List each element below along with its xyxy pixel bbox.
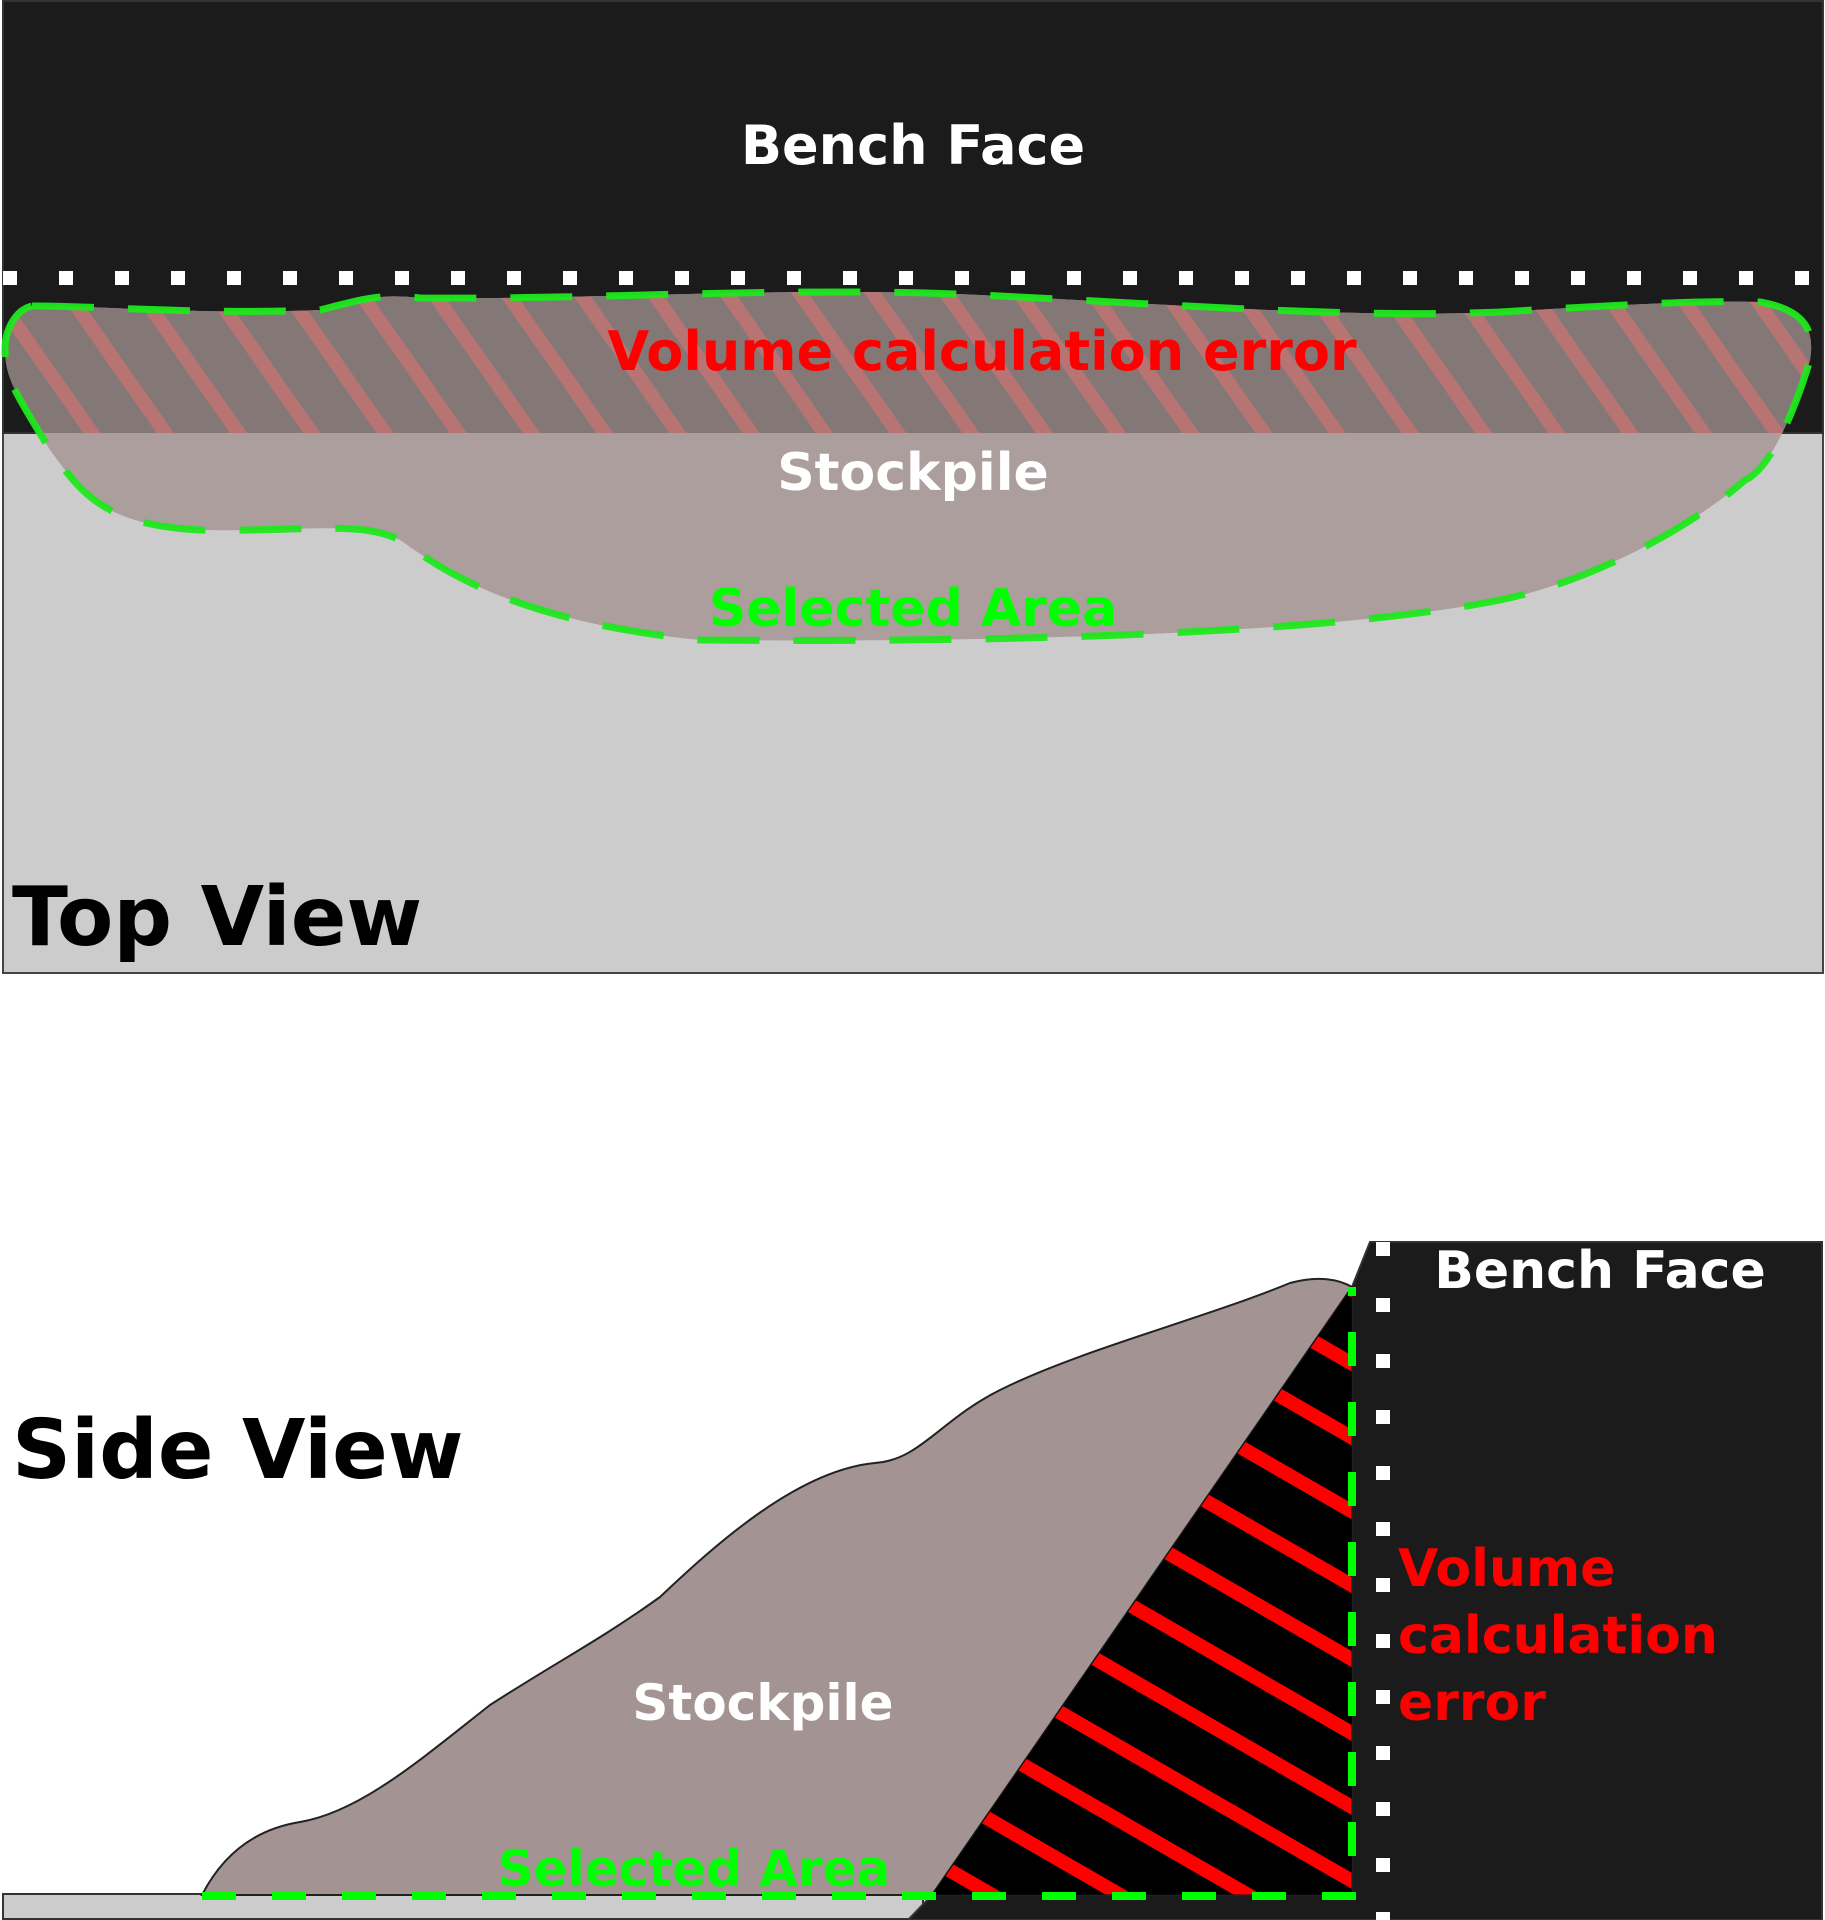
side-view-panel: Side View Bench Face Volume calculation … <box>2 1241 1823 1920</box>
side-error-label-line-1: Volume <box>1398 1539 1615 1599</box>
side-view-title: Side View <box>12 1403 464 1498</box>
top-stockpile-label: Stockpile <box>777 443 1049 503</box>
side-error-label-line-3: error <box>1398 1673 1546 1733</box>
top-view-panel: Bench Face Volume calculation error Stoc… <box>1 0 1824 974</box>
side-bench-crest-dotted-line <box>1376 1242 1390 1920</box>
side-selected-area-outline <box>202 1287 1356 1900</box>
side-stockpile-shape <box>200 1277 1354 1896</box>
top-error-label: Volume calculation error <box>607 320 1357 383</box>
top-view-title: Top View <box>12 870 422 965</box>
side-selected-area-label: Selected Area <box>498 1840 891 1898</box>
side-error-label-line-2: calculation <box>1398 1606 1718 1666</box>
top-error-region <box>5 291 1812 433</box>
top-selected-area-outline <box>1 288 1815 645</box>
top-selected-area-label: Selected Area <box>709 579 1117 639</box>
side-bench-face-label: Bench Face <box>1434 1241 1766 1301</box>
side-stockpile-label: Stockpile <box>632 1674 893 1732</box>
top-bench-crest-dotted-line <box>3 271 1809 285</box>
top-bench-face-label: Bench Face <box>741 114 1085 177</box>
